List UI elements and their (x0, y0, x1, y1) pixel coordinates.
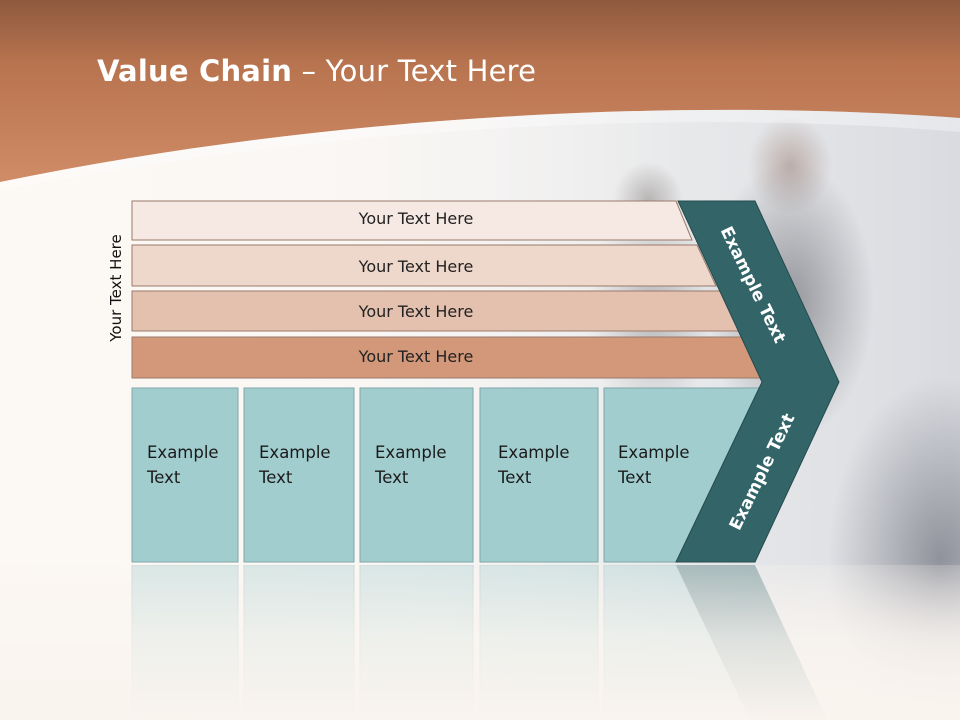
bar-label-3: Your Text Here (358, 302, 474, 321)
activity-box-2[interactable] (243, 387, 355, 563)
box-label-1-line2: Text (147, 468, 181, 487)
box-label-4-line2: Text (498, 468, 532, 487)
box-label-3-line1: Example (375, 443, 447, 462)
bar-label-1: Your Text Here (358, 209, 474, 228)
title-rest: – Your Text Here (292, 54, 537, 88)
box-label-2-line2: Text (259, 468, 293, 487)
box-label-4-line1: Example (498, 443, 570, 462)
bar-label-2: Your Text Here (358, 257, 474, 276)
activity-box-4[interactable] (479, 387, 599, 563)
box-label-1-line1: Example (147, 443, 219, 462)
box-label-5-line2: Text (618, 468, 652, 487)
title-bold: Value Chain (97, 54, 293, 88)
box-label-3-line2: Text (375, 468, 409, 487)
box-label-5-line1: Example (618, 443, 690, 462)
chevron-arrow[interactable] (675, 200, 840, 563)
bar-2[interactable] (131, 244, 717, 287)
bar-label-4: Your Text Here (358, 347, 474, 366)
bar-1[interactable] (131, 200, 693, 241)
slide-title: Value Chain – Your Text Here (97, 54, 536, 88)
header-band (0, 0, 960, 190)
box-label-2-line1: Example (259, 443, 331, 462)
activity-box-1[interactable] (131, 387, 239, 563)
activity-box-3[interactable] (359, 387, 474, 563)
